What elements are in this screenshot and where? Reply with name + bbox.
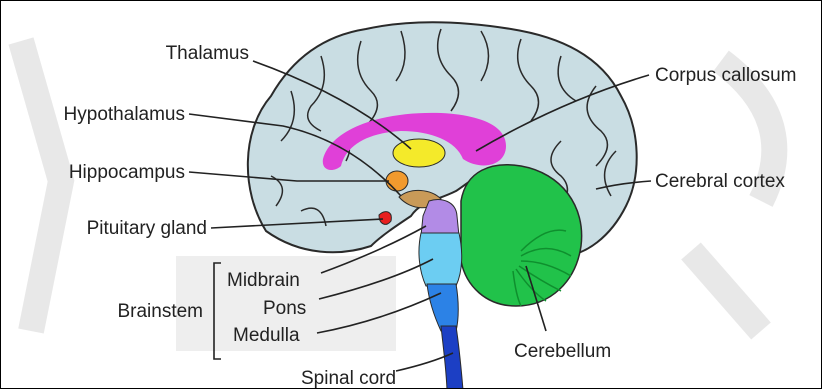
pons (419, 233, 462, 286)
thalamus (393, 139, 445, 167)
label-medulla: Medulla (233, 325, 300, 346)
pituitary-gland (379, 212, 391, 225)
hippocampus (386, 171, 408, 191)
label-cerebellum: Cerebellum (514, 341, 611, 362)
label-thalamus: Thalamus (166, 43, 249, 64)
label-hippocampus: Hippocampus (69, 162, 185, 183)
label-hypothalamus: Hypothalamus (64, 104, 185, 125)
medulla (427, 284, 458, 331)
label-corpus-callosum: Corpus callosum (655, 65, 797, 86)
label-spinal-cord: Spinal cord (301, 368, 396, 389)
label-pons: Pons (263, 298, 306, 319)
label-cerebral-cortex: Cerebral cortex (655, 171, 785, 192)
label-midbrain: Midbrain (227, 270, 300, 291)
label-pituitary: Pituitary gland (87, 218, 207, 239)
label-brainstem: Brainstem (117, 301, 203, 322)
